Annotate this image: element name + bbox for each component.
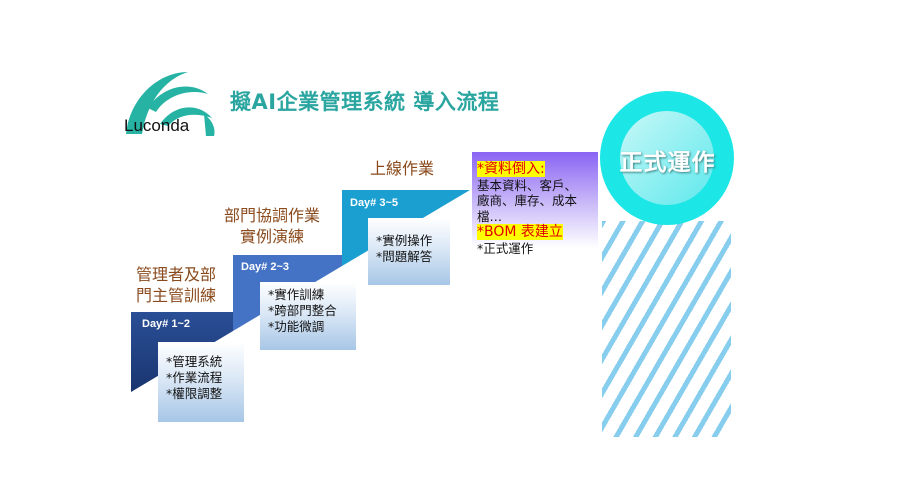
detail-line: 廠商、庫存、成本 [477,193,578,208]
golive-details-box: *資料倒入: 基本資料、客戶、 廠商、庫存、成本 檔… *BOM 表建立 *正式… [472,152,598,265]
item: *功能微調 [268,319,325,334]
phase-3-items: *實例操作 *問題解答 [368,218,450,285]
page-title: 擬AI企業管理系統 導入流程 [230,90,500,114]
item: *跨部門整合 [268,303,337,318]
golive-circle-label: 正式運作 [619,150,716,176]
item: *管理系統 [166,354,223,369]
day-label-3: Day# 3~5 [350,197,399,209]
item: *權限調整 [166,386,223,401]
day-label-1: Day# 1~2 [142,318,191,330]
phase-1-items: *管理系統 *作業流程 *權限調整 [158,342,244,422]
detail-line: 檔… [477,208,503,224]
item: *作業流程 [166,370,223,385]
phase-1-label-line: 管理者及部 [136,265,217,284]
day-label-2: Day# 2~3 [241,261,290,273]
logo-text: Luconda [124,116,190,135]
detail-line: 基本資料、客戶、 [477,177,578,193]
luconda-logo-icon [126,72,215,136]
data-import-heading: *資料倒入: [477,161,545,177]
item: *實作訓練 [268,287,325,302]
item: *問題解答 [376,249,433,264]
striped-pillar [602,221,731,437]
phase-3-label: 上線作業 [370,158,434,179]
bom-heading: *BOM 表建立 [477,224,563,240]
phase-2-label-line: 部門協調作業 [224,206,321,225]
phase-2-items: *實作訓練 *跨部門整合 *功能微調 [260,282,356,350]
detail-line: *正式運作 [477,240,534,256]
phase-2-label: 部門協調作業 實例演練 [224,205,320,247]
phase-1-label: 管理者及部 門主管訓練 [136,264,216,306]
item: *實例操作 [376,233,433,248]
golive-circle-inner [620,111,714,205]
phase-2-label-line: 實例演練 [240,227,305,246]
phase-3-label-line: 上線作業 [370,159,435,178]
phase-1-label-line: 門主管訓練 [136,286,217,305]
